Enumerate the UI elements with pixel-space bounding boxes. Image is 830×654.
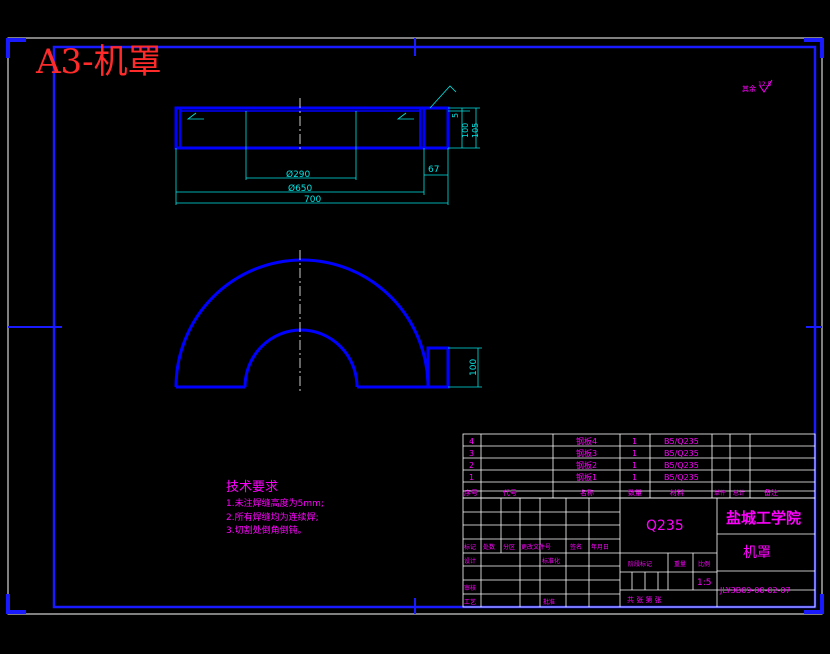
top-view-flange [426, 346, 450, 389]
bom-header-single: 单件 [714, 489, 726, 497]
sheet-frame [7, 37, 823, 615]
title-block-drawing-no: JLY3B09-00-02-07 [719, 586, 791, 595]
corner-marks [6, 38, 824, 614]
dim-67: 67 [428, 165, 439, 175]
tech-requirements: 技术要求 1.未注焊缝高度为5mm; 2.所有焊缝均为连续焊; 3.切割处倒角倒… [226, 480, 324, 536]
bom-header-name: 名称 [580, 488, 594, 497]
title-block-school: 盐城工学院 [726, 509, 801, 527]
table-row: 4 钢板4 1 B5/Q235 [469, 436, 699, 446]
label-change-doc: 更改文件号 [521, 543, 551, 551]
roughness-note-label: 其余 [742, 84, 756, 93]
label-standardize: 标准化 [542, 557, 560, 565]
bom-header-remark: 备注 [764, 488, 778, 497]
bom-no: 1 [469, 473, 474, 482]
dim-d290: Ø290 [286, 169, 311, 180]
bom-qty: 1 [632, 473, 637, 482]
front-view-flange [422, 106, 450, 150]
bom-no: 4 [469, 437, 474, 446]
bom-name: 钢板3 [576, 448, 597, 458]
label-sign: 签名 [570, 543, 582, 551]
centering-marks [8, 38, 822, 614]
bom-qty: 1 [632, 461, 637, 470]
label-mark: 标记 [464, 543, 476, 551]
label-review: 审核 [464, 584, 476, 592]
label-design: 设计 [464, 557, 476, 565]
inner-arc [243, 328, 359, 388]
bom-header-code: 代号 [503, 488, 517, 497]
dim-100-top: 100 [469, 359, 479, 376]
drawing-title-stamp: A3-机罩 [35, 42, 162, 82]
table-row: 1 钢板1 1 B5/Q235 [469, 472, 699, 482]
front-view: Ø290 Ø650 700 67 5 100 105 [174, 85, 480, 205]
bom-header-material: 材料 [670, 488, 684, 497]
label-zone: 分区 [503, 543, 515, 551]
roughness-symbol-icon [759, 79, 773, 93]
label-date: 年月日 [591, 543, 609, 551]
roughness-note-value: 12.5 [758, 81, 772, 88]
label-weight: 重量 [674, 560, 686, 568]
dim-100-front: 100 [461, 123, 470, 138]
bom-material: B5/Q235 [664, 437, 699, 446]
bom-name: 钢板2 [576, 460, 597, 470]
table-row: 3 钢板3 1 B5/Q235 [469, 448, 699, 458]
title-block-scale: 1:5 [697, 578, 711, 588]
label-approve: 批准 [543, 598, 555, 606]
bom-header: 序号 代号 名称 数量 材料 单件 总计 备注 [464, 488, 778, 497]
tech-requirement-item: 2.所有焊缝均为连续焊; [226, 511, 319, 523]
label-ratio: 比例 [698, 560, 710, 568]
label-sheets: 共 张 第 张 [627, 595, 662, 604]
title-block-part-name: 机罩 [743, 545, 771, 561]
bom-material: B5/Q235 [664, 461, 699, 470]
dim-d650: Ø650 [288, 183, 313, 194]
top-view: 100 [174, 250, 482, 392]
title-block-material: Q235 [646, 518, 684, 534]
dim-105: 105 [471, 123, 480, 138]
dim-5: 5 [451, 113, 460, 118]
bom-no: 2 [469, 461, 474, 470]
bom-header-qty: 数量 [628, 488, 642, 497]
bom-material: B5/Q235 [664, 473, 699, 482]
bom-header-no: 序号 [464, 488, 478, 497]
roughness-note: 其余 12.5 [742, 79, 773, 93]
tech-requirements-title: 技术要求 [226, 480, 278, 495]
bom-material: B5/Q235 [664, 449, 699, 458]
bom-qty: 1 [632, 437, 637, 446]
outer-arc [174, 258, 430, 388]
table-row: 2 钢板2 1 B5/Q235 [469, 460, 699, 470]
drawing-border [52, 45, 817, 609]
tech-requirement-item: 3.切割处倒角倒钝。 [226, 524, 307, 536]
bom-header-total: 总计 [733, 489, 745, 497]
title-block: Q235 盐城工学院 机罩 JLY3B09-00-02-07 1:5 标记 处数… [462, 497, 816, 608]
bom-no: 3 [469, 449, 474, 458]
bom-name: 钢板4 [576, 436, 597, 446]
label-count: 处数 [483, 543, 495, 551]
bom-name: 钢板1 [576, 472, 597, 482]
label-stage: 阶段标记 [628, 560, 652, 568]
dim-700: 700 [304, 195, 321, 205]
bom-qty: 1 [632, 449, 637, 458]
bom-table: 4 钢板4 1 B5/Q235 3 钢板3 1 B5/Q235 2 钢板2 1 … [462, 433, 816, 499]
tech-requirement-item: 1.未注焊缝高度为5mm; [226, 497, 324, 509]
label-process: 工艺 [464, 598, 476, 606]
